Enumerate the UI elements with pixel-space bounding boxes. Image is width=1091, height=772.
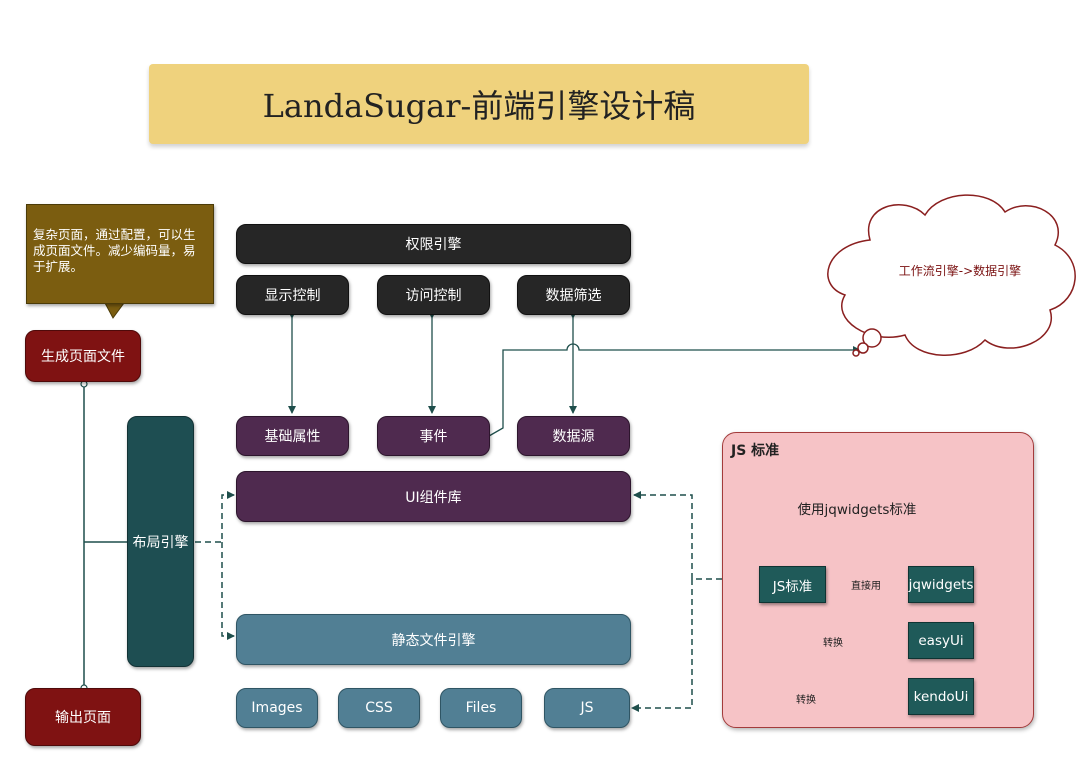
jqwidgets-note: 使用jqwidgets标准 bbox=[797, 502, 917, 518]
kendoui-node[interactable]: kendoUi bbox=[908, 678, 974, 715]
convert-label-easyui: 转换 bbox=[822, 634, 844, 649]
datasource-node[interactable]: 数据源 bbox=[517, 416, 630, 456]
js-panel-title: JS 标准 bbox=[731, 443, 780, 459]
easyui-node[interactable]: easyUi bbox=[908, 622, 974, 659]
js-standard-node[interactable]: JS标准 bbox=[759, 566, 826, 603]
cloud-shape bbox=[827, 194, 1076, 356]
note-callout: 复杂页面，通过配置，可以生成页面文件。减少编码量，易于扩展。 bbox=[26, 204, 214, 304]
jqwidgets-node[interactable]: jqwidgets bbox=[908, 566, 974, 603]
layout-engine-node[interactable]: 布局引擎 bbox=[127, 416, 194, 667]
event-node[interactable]: 事件 bbox=[377, 416, 490, 456]
static-css-node[interactable]: CSS bbox=[338, 688, 420, 728]
static-file-engine-node[interactable]: 静态文件引擎 bbox=[236, 614, 631, 665]
data-filter-node[interactable]: 数据筛选 bbox=[517, 275, 630, 315]
basic-properties-node[interactable]: 基础属性 bbox=[236, 416, 349, 456]
static-images-node[interactable]: Images bbox=[236, 688, 318, 728]
generate-page-file-node[interactable]: 生成页面文件 bbox=[25, 330, 141, 382]
access-control-node[interactable]: 访问控制 bbox=[377, 275, 490, 315]
permission-engine-node[interactable]: 权限引擎 bbox=[236, 224, 631, 264]
cloud-label: 工作流引擎->数据引擎 bbox=[898, 264, 1022, 278]
display-control-node[interactable]: 显示控制 bbox=[236, 275, 349, 315]
static-js-node[interactable]: JS bbox=[544, 688, 630, 728]
output-page-node[interactable]: 输出页面 bbox=[25, 688, 141, 746]
direct-use-label: 直接用 bbox=[850, 577, 882, 592]
page-title: LandaSugar-前端引擎设计稿 bbox=[149, 64, 809, 144]
ui-library-node[interactable]: UI组件库 bbox=[236, 471, 631, 522]
static-files-node[interactable]: Files bbox=[440, 688, 522, 728]
convert-label-kendoui: 转换 bbox=[795, 691, 817, 706]
